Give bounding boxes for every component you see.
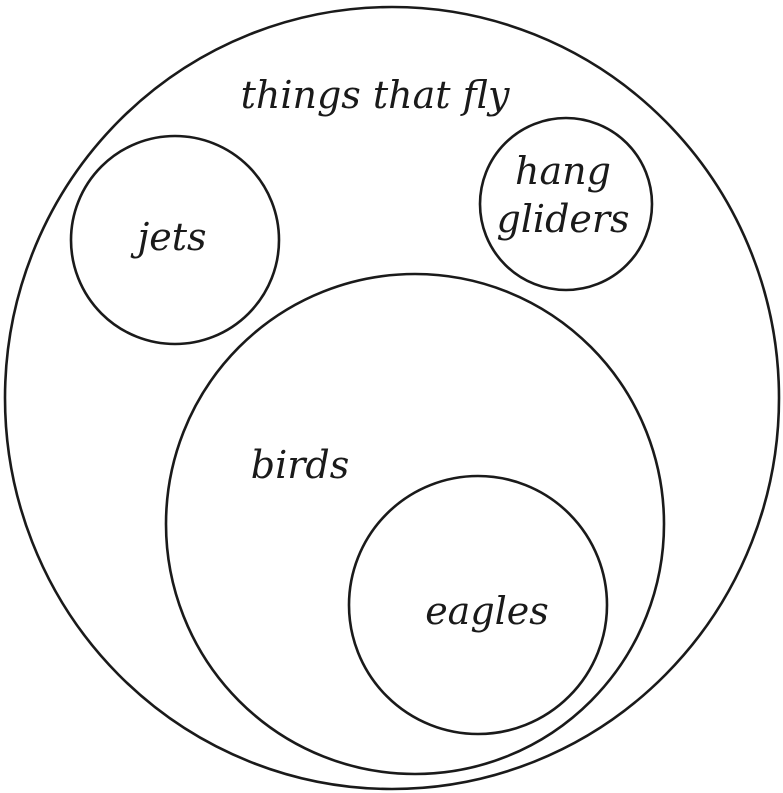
jets-label: jets <box>130 215 206 259</box>
things-that-fly-circle <box>3 5 781 791</box>
jets-circle <box>69 134 281 346</box>
birds-circle <box>164 272 666 776</box>
eagles-circle <box>347 474 609 736</box>
birds-label: birds <box>251 443 349 487</box>
hang-gliders-label-line2: gliders <box>496 197 629 241</box>
eagles-label: eagles <box>425 589 549 633</box>
hang-gliders-label-line1: hang <box>515 149 611 193</box>
things-that-fly-label: things that fly <box>241 73 510 117</box>
hang-gliders-circle <box>478 116 654 292</box>
